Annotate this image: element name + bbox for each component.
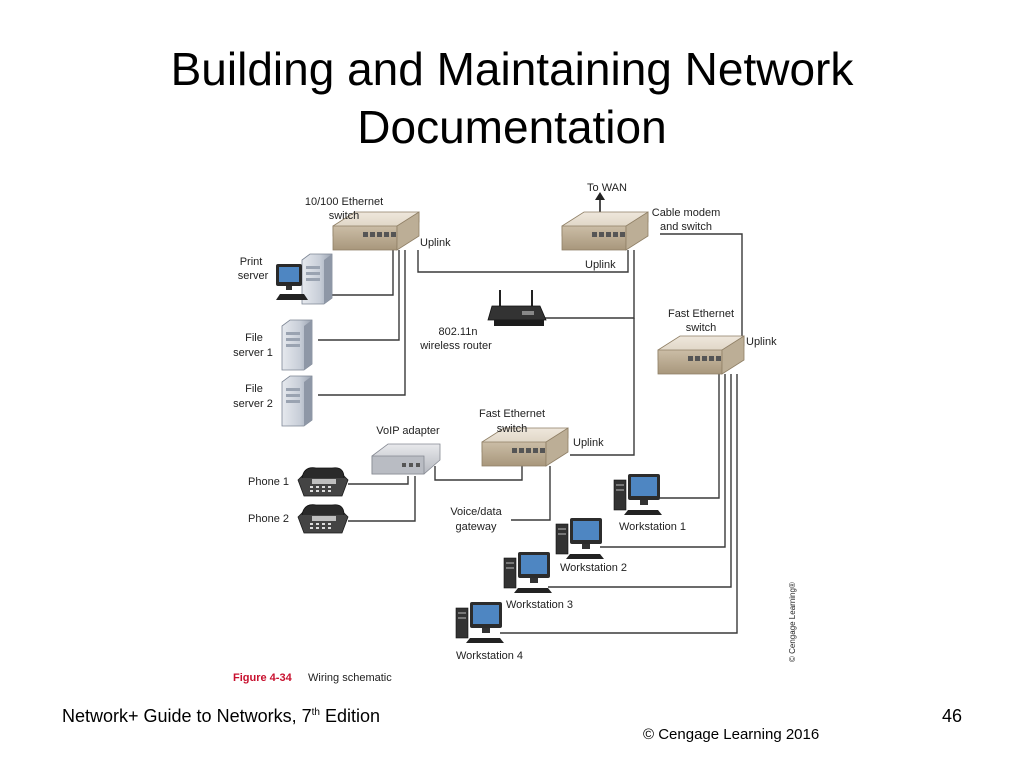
workstation-2-icon <box>555 517 605 560</box>
cengage-credit: © Cengage Learning® <box>788 582 797 662</box>
label-switch-10-100-line2: switch <box>329 210 360 222</box>
label-cable-modem-line1: Cable modem <box>652 207 720 219</box>
footer-book-suffix: Edition <box>319 706 380 726</box>
fast-ethernet-switch-right-icon <box>657 335 745 375</box>
print-server-icon <box>276 253 333 305</box>
label-phone1: Phone 1 <box>248 476 289 488</box>
wiring-lines <box>318 233 743 634</box>
label-voice-gateway-line2: gateway <box>456 521 497 533</box>
slide-title-line1: Building and Maintaining Network <box>170 43 854 95</box>
label-router-line1: 802.11n <box>439 326 478 338</box>
label-uplink-2: Uplink <box>585 259 616 271</box>
phone-2-icon <box>297 504 349 534</box>
label-workstation2: Workstation 2 <box>560 562 627 574</box>
file-server-1-icon <box>281 319 313 371</box>
workstation-4-icon <box>455 601 505 644</box>
slide-title: Building and Maintaining Network Documen… <box>62 40 962 156</box>
label-to-wan: To WAN <box>587 182 627 194</box>
label-file-server1-line2: server 1 <box>233 347 273 359</box>
label-fast-switch-right-line1: Fast Ethernet <box>668 308 734 320</box>
label-uplink-3: Uplink <box>746 336 777 348</box>
label-switch-10-100-line1: 10/100 Ethernet <box>305 196 383 208</box>
label-voip-adapter: VoIP adapter <box>376 425 440 437</box>
label-uplink-1: Uplink <box>420 237 451 249</box>
voip-adapter-icon <box>371 443 441 475</box>
label-workstation4: Workstation 4 <box>456 650 523 662</box>
label-uplink-4: Uplink <box>573 437 604 449</box>
footer-book-sup: th <box>311 707 320 718</box>
label-router-line2: wireless router <box>419 340 492 352</box>
page-number: 46 <box>942 706 963 726</box>
copyright-notice: © Cengage Learning 2016 <box>643 726 820 743</box>
file-server-2-icon <box>281 375 313 427</box>
footer-book-title: Network+ Guide to Networks, 7th Edition <box>62 706 380 727</box>
phone-1-icon <box>297 467 349 497</box>
wireless-router-icon <box>487 290 547 326</box>
label-fast-switch-mid-line1: Fast Ethernet <box>479 408 545 420</box>
workstation-3-icon <box>503 551 553 594</box>
cable-modem-switch-icon <box>561 211 649 251</box>
label-file-server2-line1: File <box>245 383 263 395</box>
figure-caption: Wiring schematic <box>308 672 392 684</box>
label-fast-switch-right-line2: switch <box>686 322 717 334</box>
label-print-server-line1: Print <box>240 256 263 268</box>
slide-title-line2: Documentation <box>357 101 667 153</box>
label-workstation3: Workstation 3 <box>506 599 573 611</box>
label-voice-gateway-line1: Voice/data <box>450 506 502 518</box>
label-phone2: Phone 2 <box>248 513 289 525</box>
label-file-server1-line1: File <box>245 332 263 344</box>
footer-book-prefix: Network+ Guide to Networks, 7 <box>62 706 312 726</box>
label-cable-modem-line2: and switch <box>660 221 712 233</box>
label-print-server-line2: server <box>238 270 269 282</box>
figure-number: Figure 4-34 <box>233 672 293 684</box>
to-wan-arrow <box>595 192 605 214</box>
label-fast-switch-mid-line2: switch <box>497 423 528 435</box>
label-file-server2-line2: server 2 <box>233 398 273 410</box>
workstation-1-icon <box>613 473 663 516</box>
label-workstation1: Workstation 1 <box>619 521 686 533</box>
